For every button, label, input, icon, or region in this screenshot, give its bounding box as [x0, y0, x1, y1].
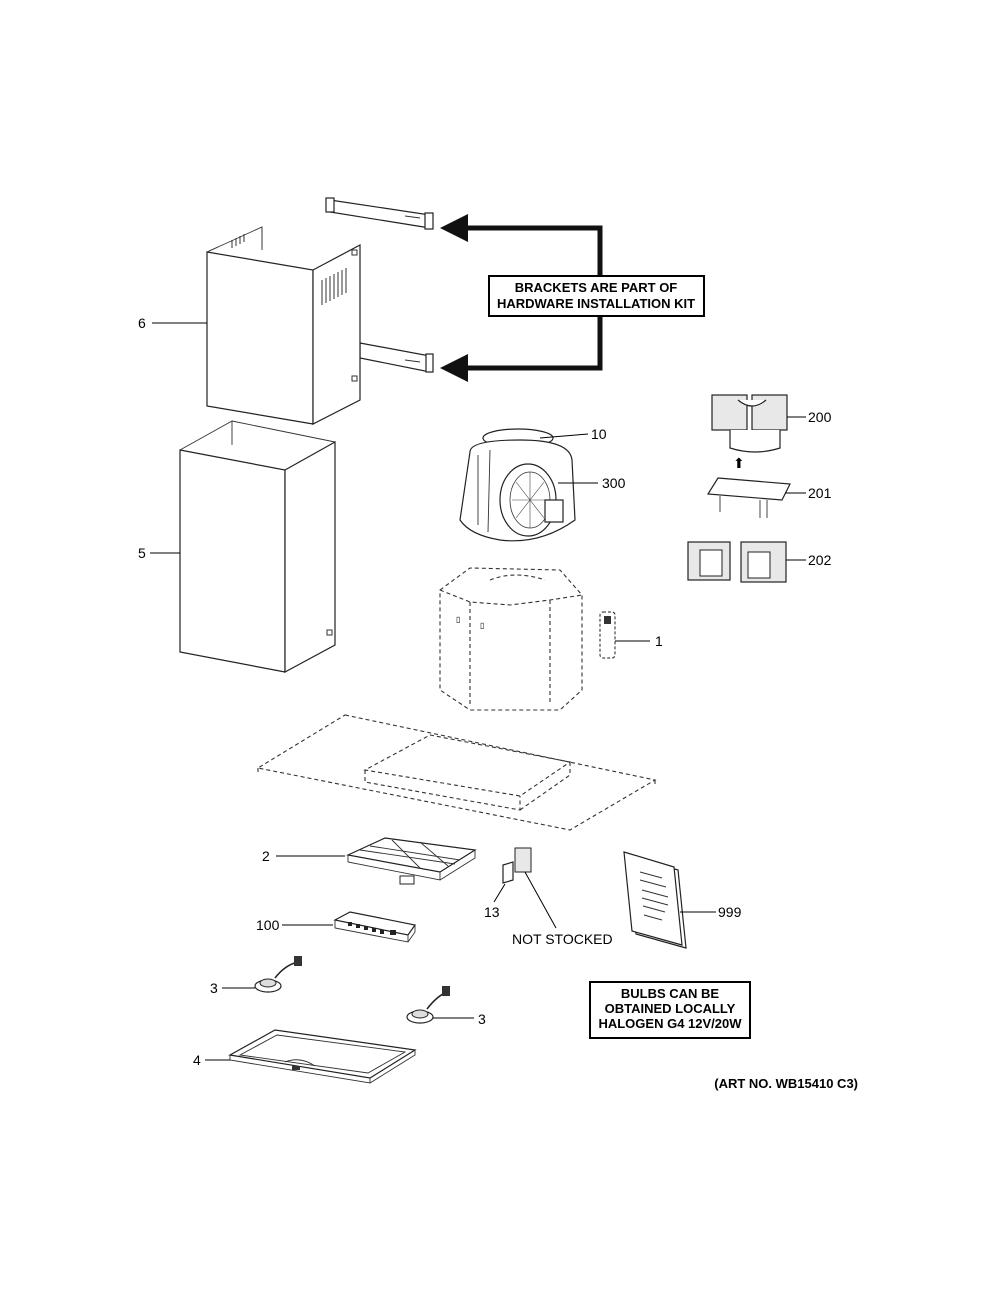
- bulbs-note-line2: OBTAINED LOCALLY: [605, 1001, 736, 1016]
- small-arrow-mark: ⬆: [733, 455, 745, 471]
- lamp-3-left: [254, 956, 302, 993]
- callout-200: 200: [808, 409, 832, 425]
- duct-sleeves-202: [687, 541, 787, 583]
- brackets-note: BRACKETS ARE PART OF HARDWARE INSTALLATI…: [488, 275, 705, 317]
- art-number: (ART NO. WB15410 C3): [714, 1076, 858, 1091]
- upper-bracket: [325, 197, 434, 230]
- housing-mark-2: ▯: [480, 621, 484, 630]
- bulbs-note: BULBS CAN BE OBTAINED LOCALLY HALOGEN G4…: [589, 981, 751, 1039]
- hood-canopy: [256, 714, 657, 831]
- blower-assembly: [459, 428, 576, 542]
- callout-3-left: 3: [210, 980, 218, 996]
- lower-duct-cover: [179, 420, 336, 674]
- grease-filter-2: [346, 837, 477, 885]
- callout-10: 10: [591, 426, 607, 442]
- callout-202: 202: [808, 552, 832, 568]
- callout-999: 999: [718, 904, 742, 920]
- callout-2: 2: [262, 848, 270, 864]
- callout-201: 201: [808, 485, 832, 501]
- bulbs-note-line3: HALOGEN G4 12V/20W: [598, 1016, 742, 1031]
- not-stocked-label: NOT STOCKED: [512, 931, 613, 947]
- bulbs-note-line1: BULBS CAN BE: [621, 986, 720, 1001]
- callout-6: 6: [138, 315, 146, 331]
- control-board-100: [333, 911, 417, 943]
- callout-5: 5: [138, 545, 146, 561]
- callout-300: 300: [602, 475, 626, 491]
- light-module-1: [599, 611, 616, 659]
- callout-100: 100: [256, 917, 280, 933]
- owners-manual-999: [623, 851, 687, 949]
- lower-bracket: [359, 342, 434, 373]
- callout-4: 4: [193, 1052, 201, 1068]
- callout-3-right: 3: [478, 1011, 486, 1027]
- duct-adapter-200: [711, 394, 788, 453]
- hood-housing: ▯ ▯: [439, 567, 583, 711]
- housing-mark-1: ▯: [456, 615, 460, 624]
- upper-duct-cover: [206, 226, 361, 425]
- callout-1: 1: [655, 633, 663, 649]
- brackets-note-line1: BRACKETS ARE PART OF: [515, 280, 678, 295]
- bracket-arrows: [440, 214, 603, 382]
- brackets-note-line2: HARDWARE INSTALLATION KIT: [497, 296, 695, 311]
- glass-panel-4: [228, 1029, 417, 1084]
- lamp-3-right: [406, 986, 450, 1024]
- callout-13: 13: [484, 904, 500, 920]
- mounting-plate-201: [706, 477, 791, 518]
- component-13: [502, 847, 532, 884]
